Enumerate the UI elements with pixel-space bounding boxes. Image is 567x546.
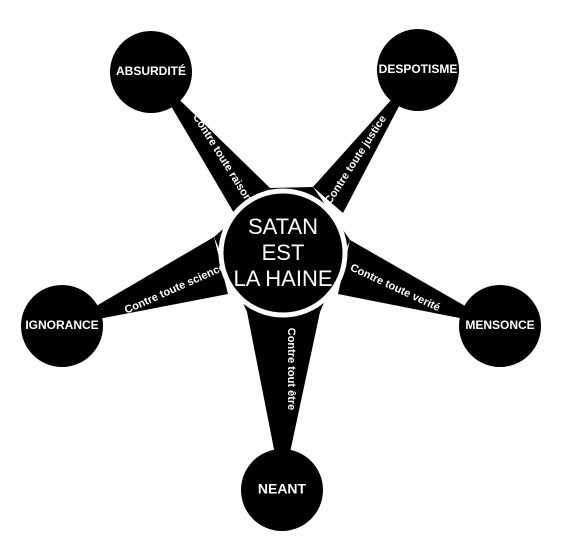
center-line-1: SATAN bbox=[248, 214, 318, 239]
node-neant: NEANT bbox=[241, 449, 323, 531]
arm-label-upper-right: Contre toute justice bbox=[323, 113, 389, 206]
star-arm-left bbox=[62, 237, 228, 326]
node-label-neant: NEANT bbox=[258, 481, 307, 497]
center-line-3: LA HAINE bbox=[233, 266, 332, 291]
center-circle: SATAN EST LA HAINE bbox=[218, 188, 348, 318]
star-arm-right bbox=[338, 240, 500, 326]
node-absurdite: ABSURDITÉ bbox=[110, 31, 192, 113]
node-ignorance: IGNORANCE bbox=[21, 285, 103, 367]
node-mensonce: MENSONCE bbox=[459, 285, 541, 367]
node-label-ignorance: IGNORANCE bbox=[25, 318, 98, 332]
node-label-absurdite: ABSURDITÉ bbox=[116, 63, 186, 78]
arm-label-bottom: Contre tout être bbox=[285, 328, 297, 411]
node-label-despotisme: DESPOTISME bbox=[379, 62, 458, 76]
star-arm-upper-right bbox=[313, 70, 418, 213]
node-despotisme: DESPOTISME bbox=[377, 29, 459, 111]
node-label-mensonce: MENSONCE bbox=[465, 318, 534, 332]
star-arm-upper-left bbox=[151, 72, 270, 213]
star-arm-bottom bbox=[247, 312, 320, 490]
center-line-2: EST bbox=[262, 240, 305, 265]
